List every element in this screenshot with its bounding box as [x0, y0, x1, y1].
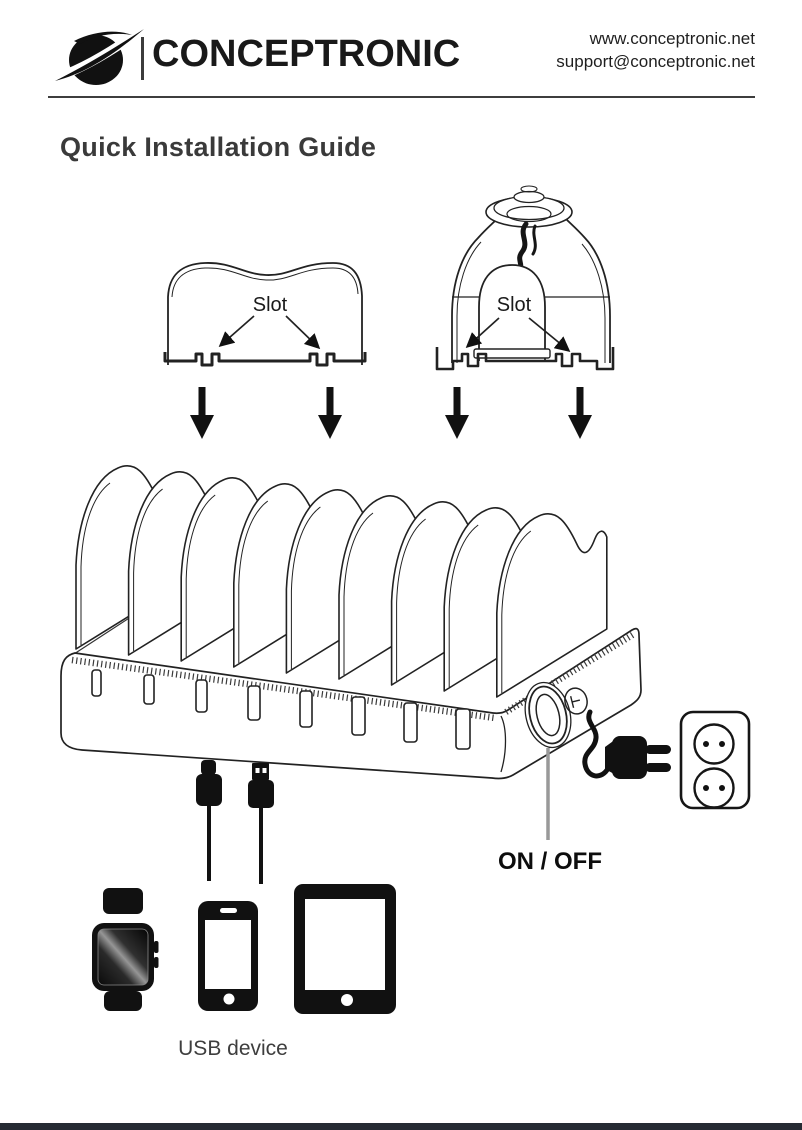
- page-title: Quick Installation Guide: [60, 132, 377, 162]
- email-text: support@conceptronic.net: [556, 52, 755, 71]
- header-rule: [48, 96, 755, 98]
- down-arrow-icon: [568, 387, 592, 439]
- website-text: www.conceptronic.net: [589, 29, 755, 48]
- divider-3d-view: [435, 185, 615, 371]
- on-off-label: ON / OFF: [498, 848, 602, 875]
- header-contact: www.conceptronic.net support@conceptroni…: [556, 27, 755, 73]
- footer-bar: [0, 1123, 802, 1130]
- station-base: [60, 627, 642, 780]
- charging-station: [60, 465, 671, 780]
- brand-text: CONCEPTRONIC: [152, 33, 461, 75]
- power-plug: [605, 736, 671, 779]
- down-arrows: [190, 387, 592, 439]
- wall-outlet: [679, 710, 751, 810]
- divider-front-view: [163, 262, 367, 367]
- slot-label-left: Slot: [253, 294, 288, 316]
- usb-ports: [91, 669, 471, 750]
- conceptronic-logo-icon: [55, 27, 144, 85]
- smartwatch-icon: [92, 888, 159, 1011]
- down-arrow-icon: [318, 387, 342, 439]
- down-arrow-icon: [445, 387, 469, 439]
- divider-plates: [75, 465, 608, 698]
- down-arrow-icon: [190, 387, 214, 439]
- tablet-icon: [294, 884, 396, 1014]
- usb-a-connector: [248, 763, 274, 884]
- usb-c-connector: [196, 760, 222, 881]
- power-button: [524, 681, 572, 749]
- slot-label-right: Slot: [497, 294, 532, 316]
- smartphone-icon: [198, 901, 258, 1011]
- usb-device-label: USB device: [178, 1037, 288, 1060]
- logo-separator: [141, 37, 144, 80]
- power-inlet: [564, 687, 588, 715]
